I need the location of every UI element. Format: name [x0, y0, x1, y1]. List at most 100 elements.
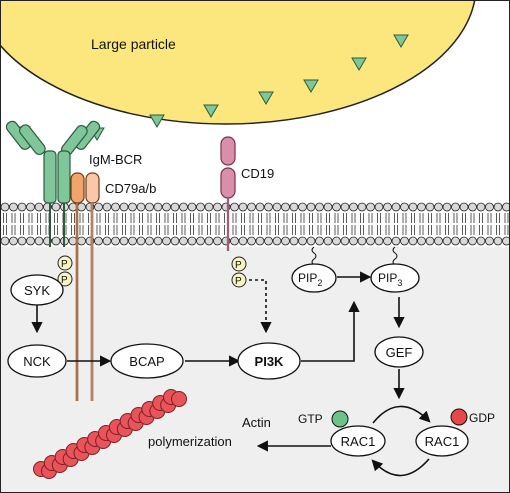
lipid-head: [272, 236, 282, 246]
lipid-head: [34, 202, 44, 212]
actin-monomer: [171, 391, 187, 407]
lipid-tail: [139, 213, 143, 223]
lipid-head: [213, 236, 222, 246]
lipid-head: [238, 202, 248, 212]
igm-bcr-receptor: [5, 120, 101, 247]
lipid-head: [451, 202, 460, 212]
particle-label: Large particle: [91, 36, 176, 52]
phospho-label: P: [235, 276, 242, 287]
lipid-tail: [360, 213, 364, 223]
lipid-head: [383, 202, 392, 212]
particle-spike: [203, 104, 219, 118]
lipid-tail: [326, 213, 330, 223]
lipid-tail: [173, 225, 177, 235]
cd79ab-receptor: [70, 172, 100, 401]
arrow-gdp-to-gtp: [371, 458, 430, 477]
lipid-tail: [453, 225, 458, 235]
lipid-tail: [309, 225, 313, 235]
lipid-tail: [479, 225, 483, 235]
lipid-tail: [249, 213, 254, 223]
lipid-head: [9, 202, 18, 212]
lipid-head: [179, 202, 188, 212]
lipid-tail: [198, 213, 203, 223]
nck-label: NCK: [23, 354, 51, 369]
lipid-tail: [198, 225, 203, 235]
lipid-tail: [156, 225, 160, 235]
lipid-tail: [215, 225, 220, 235]
lipid-head: [315, 202, 324, 212]
lipid-tail: [122, 213, 126, 223]
lipid-tail: [317, 225, 322, 235]
lipid-head: [298, 236, 307, 246]
lipid-head: [102, 236, 112, 246]
lipid-head: [17, 202, 27, 212]
lipid-head: [408, 236, 418, 246]
lipid-tail: [496, 225, 500, 235]
lipid-head: [391, 236, 401, 246]
lipid-tail: [394, 225, 398, 235]
phospho-label: P: [61, 259, 68, 270]
lipid-head: [162, 202, 171, 212]
lipid-tail: [147, 225, 152, 235]
lipid-head: [349, 202, 358, 212]
lipid-head: [145, 236, 154, 246]
node-pip2: PIP2: [291, 263, 337, 293]
particle-spike: [303, 79, 319, 93]
lipid-head: [170, 202, 180, 212]
lipid-head: [459, 202, 469, 212]
lipid-head: [213, 202, 222, 212]
lipid-head: [17, 236, 27, 246]
lipid-head: [187, 236, 197, 246]
lipid-tail: [334, 213, 339, 223]
lipid-tail: [487, 225, 492, 235]
lipid-tail: [215, 213, 220, 223]
lipid-head: [153, 202, 163, 212]
lipid-tail: [419, 225, 424, 235]
lipid-tail: [266, 213, 271, 223]
lipid-tail: [156, 213, 160, 223]
lipid-head: [128, 202, 137, 212]
lipid-head: [340, 202, 350, 212]
lipid-head: [230, 202, 239, 212]
lipid-tail: [130, 225, 135, 235]
lipid-head: [255, 202, 265, 212]
lipid-head: [238, 236, 248, 246]
lipid-tail: [504, 225, 509, 235]
lipid-tail: [411, 225, 415, 235]
lipid-head: [332, 202, 341, 212]
pi3k-label: PI3K: [255, 354, 285, 369]
lipid-head: [493, 236, 503, 246]
lipid-head: [366, 236, 375, 246]
lipid-head: [119, 236, 129, 246]
arrow-gtp-to-gdp: [372, 405, 431, 424]
lipid-tail: [283, 225, 288, 235]
particle-spike: [258, 91, 274, 105]
lipid-tail: [309, 213, 313, 223]
lipid-tail: [139, 225, 143, 235]
gtp-icon: [331, 410, 349, 428]
lipid-tail: [462, 213, 466, 223]
lipid-tail: [54, 213, 58, 223]
lipid-tail: [11, 225, 16, 235]
lipid-head: [187, 202, 197, 212]
lipid-head: [289, 236, 299, 246]
lipid-tail: [351, 213, 356, 223]
lipid-head: [493, 202, 503, 212]
rac1-gtp-label: RAC1: [341, 434, 376, 449]
lipid-head: [323, 202, 333, 212]
lipid-head: [119, 202, 129, 212]
lipid-head: [434, 202, 443, 212]
lipid-head: [323, 236, 333, 246]
lipid-head: [51, 202, 61, 212]
lipid-head: [111, 236, 120, 246]
bcr-label: IgM-BCR: [89, 152, 142, 167]
lipid-tail: [164, 213, 169, 223]
lipid-head: [306, 202, 316, 212]
lipid-tail: [275, 225, 279, 235]
lipid-head: [306, 236, 316, 246]
gdp-label: GDP: [469, 411, 495, 425]
lipid-tail: [343, 213, 347, 223]
lipid-tail: [3, 225, 7, 235]
lipid-head: [442, 202, 452, 212]
